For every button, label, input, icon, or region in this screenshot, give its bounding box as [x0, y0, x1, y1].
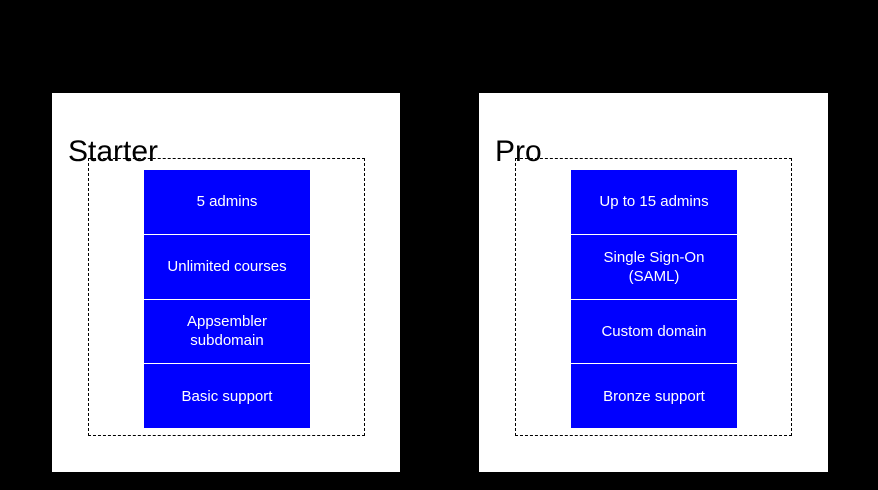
feature-item: 5 admins — [144, 170, 310, 234]
feature-item: Up to 15 admins — [571, 170, 737, 234]
feature-item: Unlimited courses — [144, 234, 310, 299]
feature-frame: Up to 15 admins Single Sign-On (SAML) Cu… — [515, 158, 792, 436]
plan-card-pro: Pro Up to 15 admins Single Sign-On (SAML… — [479, 93, 828, 472]
feature-item: Single Sign-On (SAML) — [571, 234, 737, 299]
feature-stack: Up to 15 admins Single Sign-On (SAML) Cu… — [571, 170, 737, 428]
feature-item: Custom domain — [571, 299, 737, 364]
feature-stack: 5 admins Unlimited courses Appsembler su… — [144, 170, 310, 428]
feature-frame: 5 admins Unlimited courses Appsembler su… — [88, 158, 365, 436]
plan-card-starter: Starter 5 admins Unlimited courses Appse… — [52, 93, 400, 472]
feature-item: Basic support — [144, 364, 310, 428]
plan-title: Starter — [68, 134, 159, 168]
feature-item: Appsembler subdomain — [144, 299, 310, 364]
plan-title: Pro — [495, 134, 542, 168]
feature-item: Bronze support — [571, 364, 737, 428]
